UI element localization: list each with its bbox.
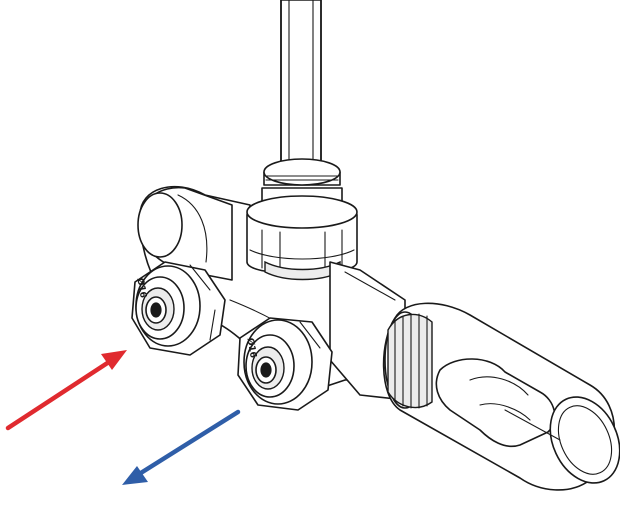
top-connector <box>246 158 358 281</box>
supply-arrow-icon <box>5 350 127 431</box>
vertical-pipe <box>280 0 322 173</box>
fitting-left-label: Ø16 <box>134 277 148 299</box>
fitting-right-label: Ø16 <box>244 337 258 359</box>
right-fitting: Ø16 <box>237 317 333 411</box>
return-arrow-icon <box>122 409 241 485</box>
left-branch <box>137 186 233 281</box>
thermostatic-head <box>382 302 620 491</box>
left-fitting: Ø16 <box>131 261 226 356</box>
